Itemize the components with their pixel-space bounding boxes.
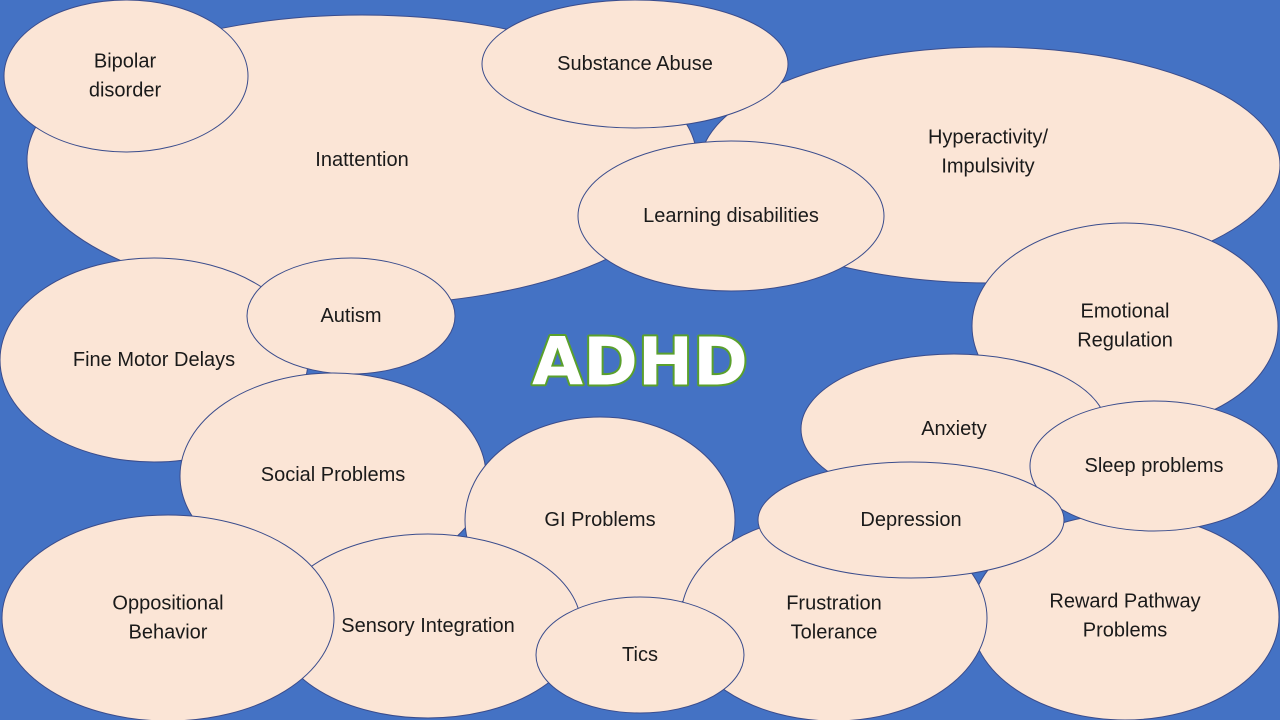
bubble-oppositional-label-1: Oppositional <box>112 593 223 615</box>
bubble-emotional-label-1: Emotional <box>1081 301 1170 323</box>
bubble-hyperactivity-label-2: Impulsivity <box>941 156 1034 178</box>
bubble-substance: Substance Abuse <box>481 0 789 129</box>
bubble-depression-label-1: Depression <box>860 509 961 531</box>
bubble-sleep-ellipse <box>1029 400 1279 532</box>
bubble-frustration-label-2: Tolerance <box>791 622 878 644</box>
bubble-learning-ellipse <box>577 140 885 292</box>
bubble-anxiety-label-1: Anxiety <box>921 418 987 440</box>
bubble-bipolar-label-1: Bipolar <box>94 51 157 73</box>
bubble-depression: Depression <box>757 461 1065 579</box>
bubble-sensory: Sensory Integration <box>274 533 582 719</box>
diagram-title: ADHD <box>532 324 748 401</box>
bubble-gi-label-1: GI Problems <box>544 509 655 531</box>
bubble-tics: Tics <box>535 596 745 714</box>
bubble-autism: Autism <box>246 257 456 375</box>
bubble-sensory-label-1: Sensory Integration <box>341 615 514 637</box>
bubble-bipolar-label-2: disorder <box>89 80 162 102</box>
bubble-emotional-label-2: Regulation <box>1077 330 1173 352</box>
bubble-inattention-label-1: Inattention <box>315 149 408 171</box>
bubble-social-label-1: Social Problems <box>261 464 406 486</box>
bubble-sleep: Sleep problems <box>1029 400 1279 532</box>
bubble-oppositional-ellipse <box>1 514 335 720</box>
bubble-substance-ellipse <box>481 0 789 129</box>
bubble-tics-label-1: Tics <box>622 644 658 666</box>
bubble-autism-label-1: Autism <box>320 305 381 327</box>
bubble-learning: Learning disabilities <box>577 140 885 292</box>
bubble-tics-ellipse <box>535 596 745 714</box>
bubble-depression-ellipse <box>757 461 1065 579</box>
bubble-hyperactivity-label-1: Hyperactivity/ <box>928 127 1048 149</box>
bubble-sleep-label-1: Sleep problems <box>1085 455 1224 477</box>
bubble-frustration-label-1: Frustration <box>786 593 882 615</box>
bubble-reward-label-2: Problems <box>1083 620 1167 642</box>
bubble-bipolar-ellipse <box>3 0 249 153</box>
bubble-substance-label-1: Substance Abuse <box>557 53 713 75</box>
bubble-oppositional-label-2: Behavior <box>129 622 208 644</box>
bubble-bipolar: Bipolar disorder <box>3 0 249 153</box>
bubble-reward-label-1: Reward Pathway <box>1049 591 1200 613</box>
bubble-learning-label-1: Learning disabilities <box>643 205 819 227</box>
bubble-fine-motor-label-1: Fine Motor Delays <box>73 349 235 371</box>
